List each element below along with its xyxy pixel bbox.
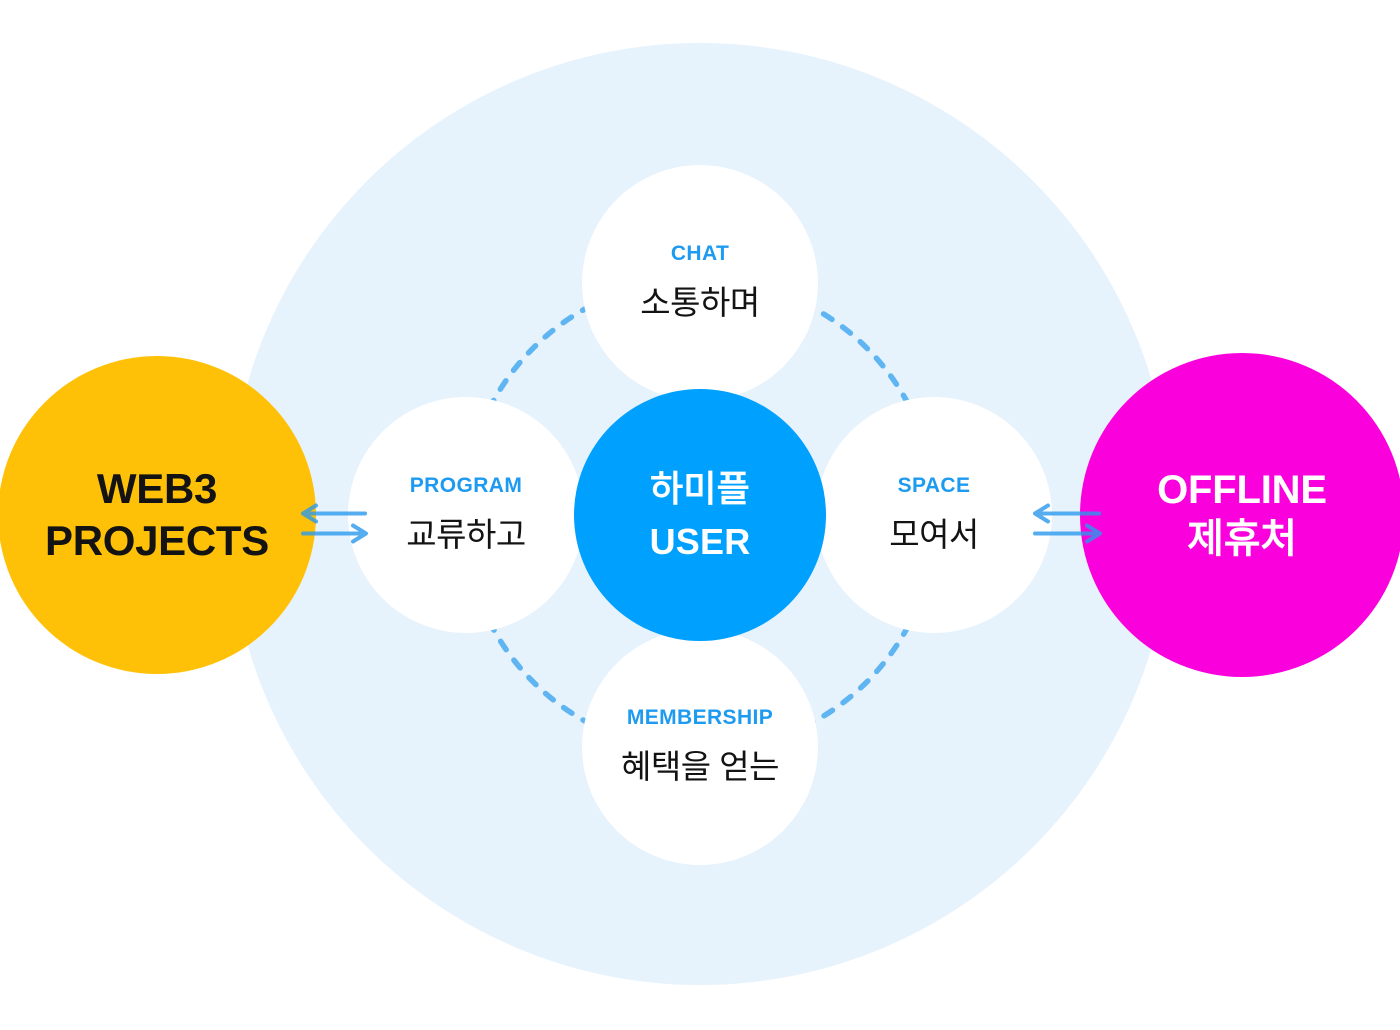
offline-partners-circle: OFFLINE 제휴처	[1080, 353, 1400, 677]
satellite-chat-circle: CHAT 소통하며	[582, 165, 818, 401]
membership-subtitle: 혜택을 얻는	[621, 748, 779, 785]
program-subtitle: 교류하고	[406, 516, 526, 553]
offline-line2: 제휴처	[1187, 517, 1297, 561]
web3-projects-circle: WEB3 PROJECTS	[0, 356, 316, 674]
chat-subtitle: 소통하며	[640, 284, 760, 321]
web3-line2: PROJECTS	[45, 517, 269, 564]
center-user-line2: USER	[649, 521, 751, 562]
center-user-line1: 하미플	[650, 467, 750, 509]
offline-line1: OFFLINE	[1157, 468, 1327, 513]
center-user-circle: 하미플 USER	[574, 389, 826, 641]
satellite-program-circle: PROGRAM 교류하고	[348, 397, 584, 633]
membership-title: MEMBERSHIP	[626, 706, 774, 729]
space-title: SPACE	[897, 474, 971, 497]
satellite-membership-circle: MEMBERSHIP 혜택을 얻는	[582, 629, 818, 865]
satellite-space-circle: SPACE 모여서	[816, 397, 1052, 633]
web3-line1: WEB3	[96, 464, 218, 512]
program-title: PROGRAM	[409, 474, 523, 497]
chat-title: CHAT	[670, 242, 730, 265]
space-subtitle: 모여서	[889, 516, 979, 553]
